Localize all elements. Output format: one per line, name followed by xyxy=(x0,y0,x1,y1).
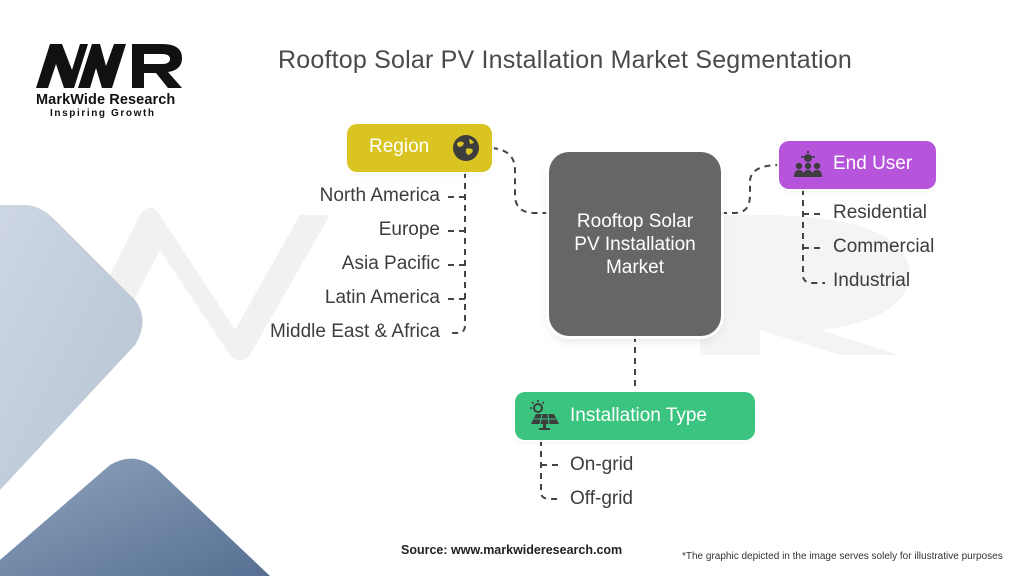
end-user-item: Residential xyxy=(833,202,927,223)
bg-shape-light xyxy=(0,205,143,490)
center-node-label: Rooftop Solar PV Installation Market xyxy=(574,210,696,278)
segment-end-user: End User xyxy=(779,141,936,189)
globe-icon xyxy=(452,134,480,167)
segment-installation-type: Installation Type xyxy=(515,392,755,440)
segment-end-user-label: End User xyxy=(833,153,913,174)
region-item: North America xyxy=(319,185,440,206)
region-item: Middle East & Africa xyxy=(269,321,440,342)
mwr-logo-icon xyxy=(36,44,182,88)
segment-region-label: Region xyxy=(369,136,430,157)
brand-name: MarkWide Research xyxy=(36,92,176,108)
end-user-item: Industrial xyxy=(833,270,911,291)
page-title: Rooftop Solar PV Installation Market Seg… xyxy=(278,46,852,74)
segment-region: Region xyxy=(347,124,492,172)
region-item: Asia Pacific xyxy=(341,253,440,274)
region-item: Latin America xyxy=(324,287,440,308)
region-item: Europe xyxy=(378,219,440,240)
center-node: Rooftop Solar PV Installation Market xyxy=(549,152,721,336)
watermark xyxy=(70,207,910,360)
source-text: Source: www.markwideresearch.com xyxy=(401,543,623,557)
brand-tagline: Inspiring Growth xyxy=(50,108,156,119)
bg-shape-dark xyxy=(0,458,270,576)
end-user-item: Commercial xyxy=(833,236,935,257)
segment-installation-type-label: Installation Type xyxy=(570,405,707,426)
installation-type-item: On-grid xyxy=(570,454,634,475)
solar-panel-icon xyxy=(528,400,560,437)
people-icon xyxy=(792,151,824,184)
disclaimer-text: *The graphic depicted in the image serve… xyxy=(682,551,1003,562)
markwide-logo: MarkWide Research Inspiring Growth xyxy=(36,42,186,119)
installation-type-item: Off-grid xyxy=(570,488,634,509)
